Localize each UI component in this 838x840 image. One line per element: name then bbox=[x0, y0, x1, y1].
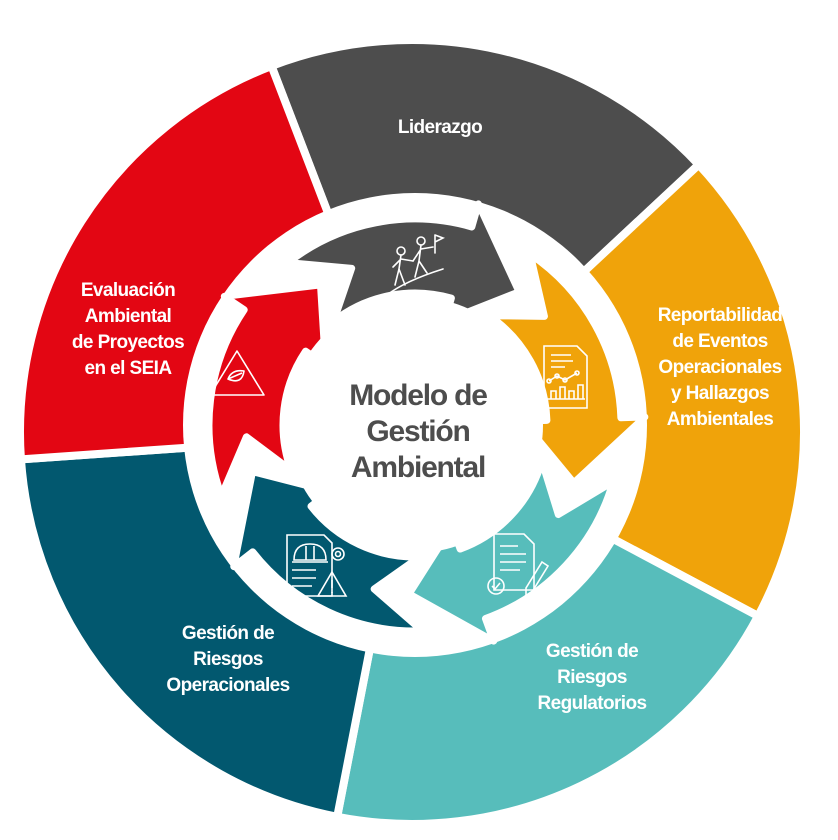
cycle-arrow-riesgos-operacionales bbox=[230, 468, 426, 635]
label-line: Gestión de bbox=[545, 641, 639, 662]
segment-label-liderazgo: Liderazgo bbox=[397, 115, 483, 141]
cycle-arrow-liderazgo bbox=[284, 200, 523, 325]
title-line: Modelo de bbox=[349, 379, 488, 412]
segment-label-reportabilidad: Reportabilidad de Eventos Operacionales … bbox=[658, 303, 783, 433]
cycle-arrow-evaluacion bbox=[205, 281, 329, 499]
label-line: de Eventos bbox=[672, 331, 768, 352]
label-line: Ambientales bbox=[666, 409, 774, 430]
cycle-arrow-riesgos-regulatorios bbox=[405, 457, 617, 645]
label-line: Regulatorios bbox=[537, 693, 648, 714]
center-title: Modelo de Gestión Ambiental bbox=[349, 378, 488, 486]
label-line: Evaluación bbox=[80, 280, 176, 301]
climbers-flag-icon bbox=[386, 234, 445, 296]
label-line: Riesgos bbox=[193, 649, 263, 670]
label-line: Reportabilidad bbox=[657, 305, 783, 326]
segment-label-riesgos-regulatorios: Gestión de Riesgos Regulatorios bbox=[537, 639, 648, 717]
label-line: Liderazgo bbox=[397, 117, 483, 138]
label-line: Ambiental bbox=[84, 306, 172, 327]
report-chart-icon bbox=[543, 345, 588, 409]
label-line: y Hallazgos bbox=[671, 383, 770, 404]
center-circle bbox=[287, 297, 543, 553]
title-line: Gestión bbox=[366, 415, 470, 448]
document-signature-icon bbox=[487, 533, 550, 598]
label-line: Operacionales bbox=[166, 675, 290, 696]
label-line: en el SEIA bbox=[84, 358, 173, 379]
segment-label-riesgos-operacionales: Gestión de Riesgos Operacionales bbox=[166, 621, 290, 699]
label-line: Gestión de bbox=[181, 623, 275, 644]
leaf-triangle-icon bbox=[209, 350, 265, 396]
helmet-warning-document-icon bbox=[286, 534, 348, 597]
segment-label-evaluacion: Evaluación Ambiental de Proyectos en el … bbox=[71, 278, 185, 382]
label-line: de Proyectos bbox=[71, 332, 185, 353]
label-line: Operacionales bbox=[658, 357, 782, 378]
label-line: Riesgos bbox=[557, 667, 627, 688]
title-line: Ambiental bbox=[350, 451, 486, 484]
